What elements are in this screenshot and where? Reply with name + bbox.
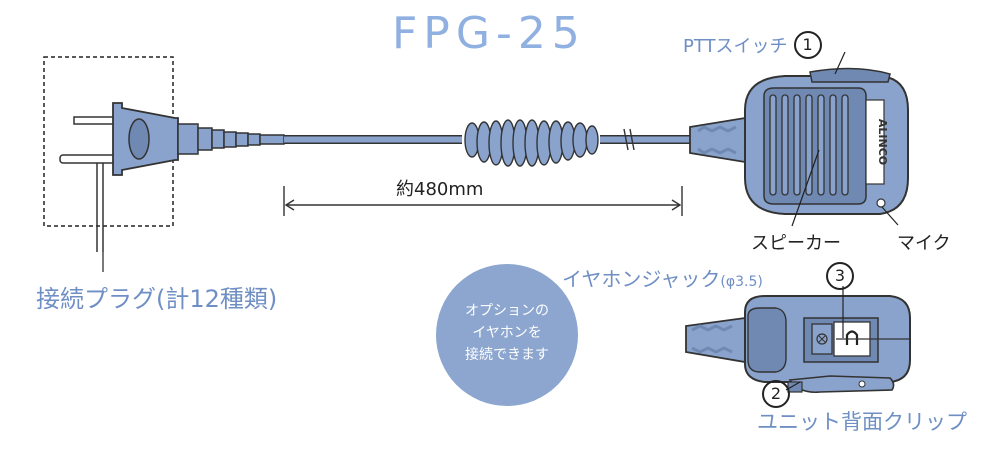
note-line-2: イヤホンを xyxy=(472,325,542,341)
plug-body xyxy=(112,102,285,176)
clip-number-badge: 2 xyxy=(762,380,790,408)
earphone-jack-text: イヤホンジャック xyxy=(562,267,721,291)
mic-label: マイク xyxy=(897,233,951,254)
earphone-jack-size: (φ3.5) xyxy=(720,274,763,290)
plug-label: 接続プラグ(計12種類) xyxy=(36,285,278,313)
note-circle xyxy=(436,264,578,406)
note-text: オプションの イヤホンを 接続できます xyxy=(436,300,578,366)
plug-pins xyxy=(59,116,117,252)
unit-back-view xyxy=(685,286,911,394)
page-title: FPG-25 xyxy=(392,8,586,59)
clip-number-label: 2 xyxy=(762,380,790,408)
speaker-mic-unit xyxy=(689,67,909,215)
length-label: 約480mm xyxy=(396,179,484,200)
note-line-3: 接続できます xyxy=(465,347,549,363)
break-mark xyxy=(623,128,635,151)
leader-lines xyxy=(102,51,899,272)
ptt-switch-text: PTTスイッチ xyxy=(683,36,788,57)
jack-number-badge: 3 xyxy=(826,262,854,290)
note-line-1: オプションの xyxy=(465,303,549,319)
speaker-label: スピーカー xyxy=(751,233,841,254)
clip-label: ユニット背面クリップ xyxy=(757,410,967,434)
brand-logo-text: ALINCO xyxy=(876,119,889,165)
dimension-line xyxy=(283,186,683,216)
ptt-switch-label: PTTスイッチ 1 xyxy=(683,31,822,59)
ptt-number-badge: 1 xyxy=(793,31,822,59)
jack-number-label: 3 xyxy=(826,262,854,290)
earphone-jack-label: イヤホンジャック (φ3.5) xyxy=(562,263,763,292)
coil-cord xyxy=(464,119,599,167)
